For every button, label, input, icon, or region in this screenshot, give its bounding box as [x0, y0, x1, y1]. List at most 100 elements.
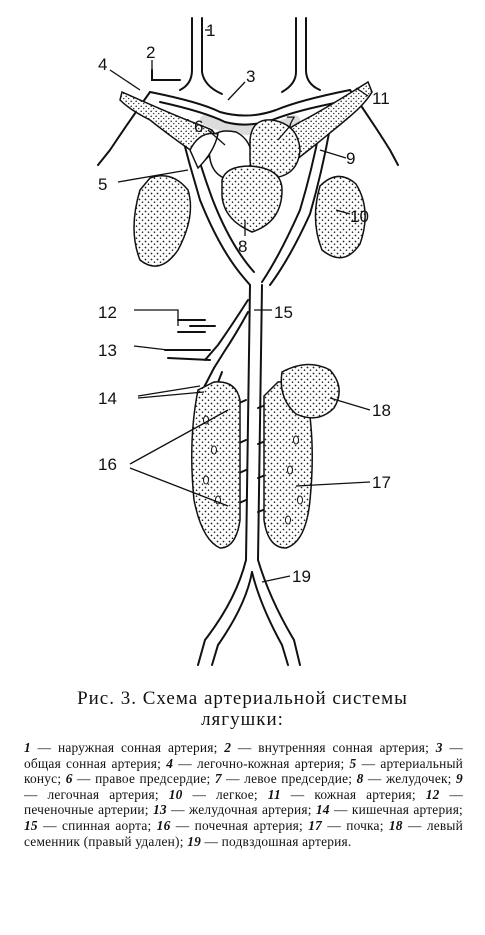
urogenital: [191, 363, 340, 549]
gastric-artery: [164, 349, 211, 361]
legend-text: легочно-кожная артерия;: [196, 755, 345, 771]
vessels: [97, 17, 399, 666]
label-10: 10: [350, 207, 369, 226]
legend-item: 16 — почечная артерия;: [156, 817, 303, 833]
legend-item: 7 — левое предсердие;: [214, 771, 353, 787]
left-testis: [280, 363, 340, 419]
legend-text: печеночные артерии;: [24, 802, 149, 818]
legend-item: 10 — легкое;: [168, 786, 258, 802]
label-18: 18: [372, 401, 391, 420]
legend-item: 13 — желудочная артерия;: [153, 802, 312, 818]
legend-text: спинная аорта;: [61, 817, 152, 833]
external-carotid-left: [179, 17, 193, 91]
legend-item: 1 — наружная сонная артерия;: [24, 740, 218, 755]
left-lung: [133, 175, 192, 267]
leader-lines: [109, 29, 371, 583]
external-carotid-left-inner: [201, 17, 223, 95]
legend-text: левый семенник (правый удален);: [24, 817, 463, 849]
legend-text: правое предсердие;: [95, 771, 211, 787]
legend-item: 4 — легочно-кожная артерия;: [166, 755, 345, 771]
carotid-arch: [149, 89, 351, 117]
legend-number: 17: [308, 817, 323, 833]
legend-item: 6 — правое предсердие;: [65, 771, 211, 787]
legend-number: 4: [166, 755, 174, 771]
heart: [189, 119, 301, 233]
legend-number: 8: [356, 771, 364, 787]
pulmocutaneous-trunks: [119, 80, 373, 161]
right-lung: [314, 175, 366, 259]
legend-number: 19: [187, 833, 201, 849]
labels: 1 2 3 4 5 6 7 8 9 10 11 12 15 13 14 18 1…: [98, 21, 391, 586]
label-3: 3: [246, 67, 255, 86]
legend-item: 17 — почка;: [308, 817, 384, 833]
dorsal-aorta-left: [245, 284, 251, 561]
legend-text: почечная артерия;: [194, 817, 303, 833]
legend-text: кишечная артерия;: [351, 802, 463, 818]
label-8: 8: [238, 237, 247, 256]
coeliac-artery-inner: [213, 311, 249, 369]
legend-item: 11 — кожная артерия;: [267, 786, 416, 802]
legend-text: почка;: [346, 817, 384, 833]
legend-item: 3 — общая сонная артерия;: [24, 740, 464, 771]
ventricle: [221, 165, 283, 233]
legend-item: 15 — спинная аорта;: [24, 817, 152, 833]
legend-item: 19 — подвздошная артерия.: [187, 833, 352, 849]
label-9: 9: [346, 149, 355, 168]
legend-text: желудочек;: [385, 771, 452, 787]
pulmocutaneous-left: [97, 91, 151, 166]
caption-prefix: Рис. 3.: [77, 688, 137, 709]
legend-item: 9 — легочная артерия;: [24, 771, 463, 802]
legend-number: 10: [168, 786, 183, 802]
legend-number: 11: [267, 786, 281, 802]
left-kidney: [191, 381, 241, 549]
right-aortic-arch: [261, 127, 321, 283]
label-15: 15: [274, 303, 293, 322]
legend-text: легкое;: [215, 786, 258, 802]
label-1: 1: [206, 21, 215, 40]
legend-number: 9: [456, 771, 463, 787]
legend-item: 18 — левый семенник (правый удален);: [24, 817, 463, 849]
legend-text: артериальный конус;: [24, 755, 464, 787]
legend-number: 3: [435, 740, 443, 755]
legend-number: 6: [65, 771, 73, 787]
label-5: 5: [98, 175, 107, 194]
lungs: [133, 175, 366, 267]
iliac-left-b: [211, 571, 253, 666]
hepatic-artery: [177, 319, 216, 333]
legend-text: желудочная артерия;: [189, 802, 312, 818]
legend-number: 13: [153, 802, 167, 818]
figure-caption: Рис. 3. Схема артериальной системы лягуш…: [0, 688, 485, 849]
legend-item: 14 — кишечная артерия;: [315, 802, 463, 818]
iliac-right-a: [257, 559, 301, 666]
legend-text: подвздошная артерия.: [221, 833, 352, 849]
legend-item: 12 — печеночные артерии;: [24, 786, 464, 818]
caption-title-line2: лягушки:: [201, 709, 284, 730]
right-aortic-arch-inner: [269, 127, 331, 286]
legend-text: наружная сонная артерия;: [57, 740, 218, 755]
legend-item: 2 — внутренняя сонная артерия;: [224, 740, 430, 755]
legend-number: 15: [24, 817, 38, 833]
label-19: 19: [292, 567, 311, 586]
legend-number: 12: [425, 786, 440, 802]
label-13: 13: [98, 341, 117, 360]
external-carotid-right-inner: [305, 17, 321, 91]
legend-text: легочная артерия;: [47, 786, 159, 802]
iliac-left-a: [197, 559, 247, 666]
label-17: 17: [372, 473, 391, 492]
label-4: 4: [98, 55, 107, 74]
label-11: 11: [372, 89, 390, 108]
label-12: 12: [98, 303, 117, 322]
legend-number: 16: [156, 817, 171, 833]
legend-item: 8 — желудочек;: [356, 771, 452, 787]
caption-title: Рис. 3. Схема артериальной системы лягуш…: [0, 688, 485, 730]
legend-number: 14: [315, 802, 330, 818]
legend-number: 5: [349, 755, 357, 771]
legend-text: кожная артерия;: [314, 786, 416, 802]
legend-number: 18: [388, 817, 403, 833]
label-16: 16: [98, 455, 117, 474]
external-carotid-right: [281, 17, 297, 93]
legend-number: 2: [224, 740, 232, 755]
label-14: 14: [98, 389, 117, 408]
label-2: 2: [146, 43, 155, 62]
carotid-arch-inner: [159, 101, 341, 126]
